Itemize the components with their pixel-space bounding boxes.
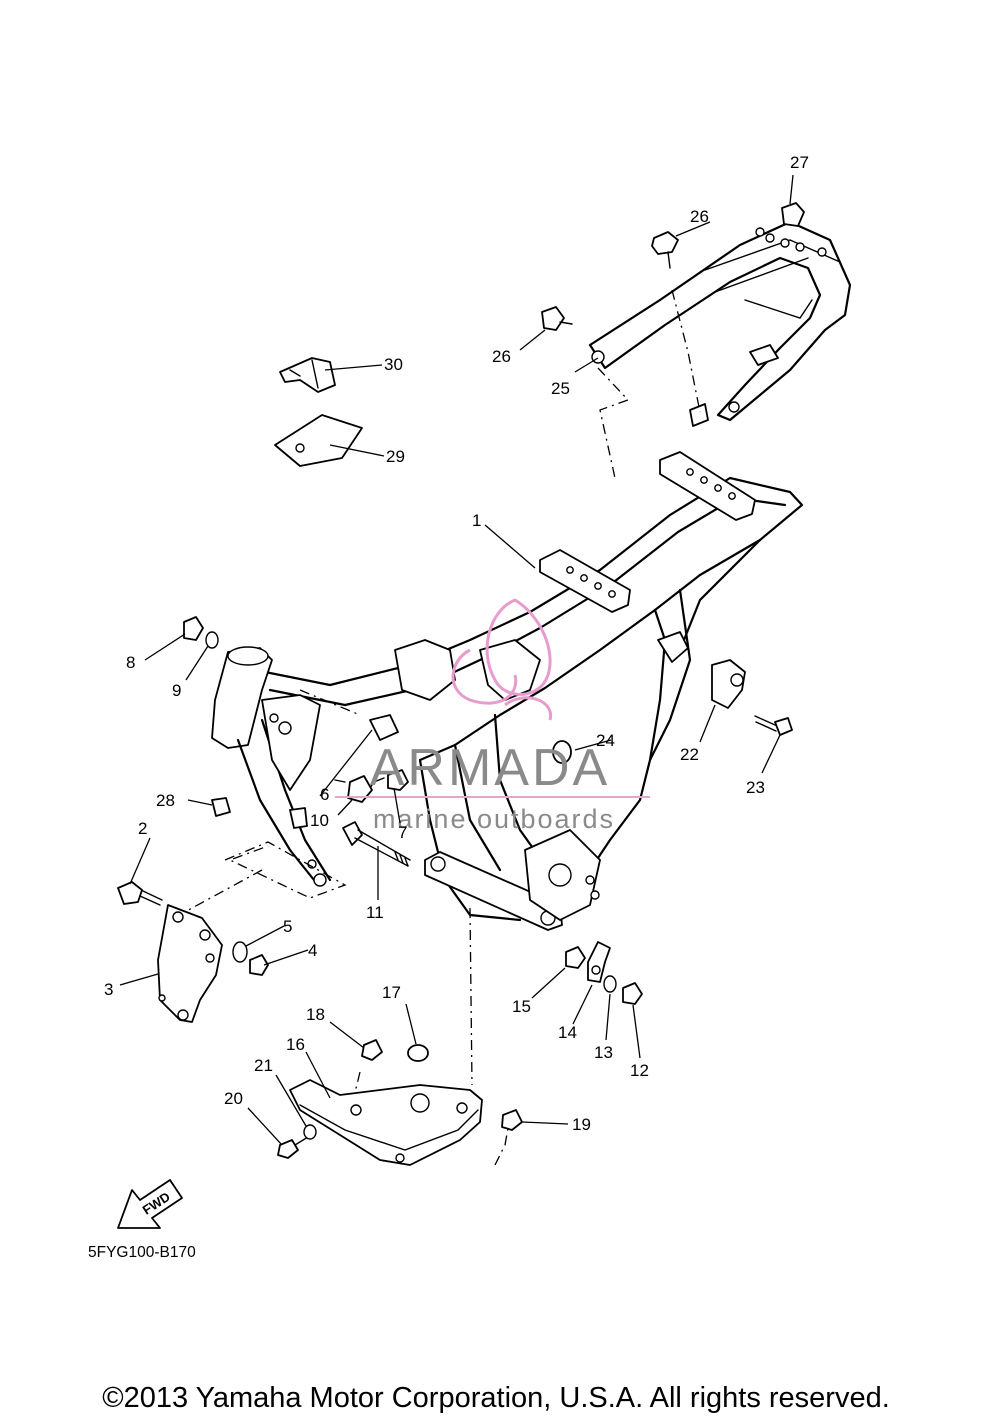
- callout-26-lower: 26: [492, 347, 511, 366]
- callout-24: 24: [596, 731, 615, 750]
- callout-3: 3: [104, 980, 113, 999]
- callout-27: 27: [790, 153, 809, 172]
- callout-7: 7: [398, 823, 407, 842]
- callout-10: 10: [310, 811, 329, 830]
- bolt-18: [361, 1039, 383, 1061]
- callout-28: 28: [156, 791, 175, 810]
- copyright-notice: ©2013 Yamaha Motor Corporation, U.S.A. A…: [102, 1382, 890, 1414]
- callout-9: 9: [172, 681, 181, 700]
- fwd-arrow-icon: FWD: [117, 1179, 183, 1229]
- bolt-2: [117, 881, 163, 906]
- bolt-27: [781, 202, 805, 227]
- nut-8: [183, 616, 204, 641]
- callout-18: 18: [306, 1005, 325, 1024]
- callout-13: 13: [594, 1043, 613, 1062]
- callout-30: 30: [384, 355, 403, 374]
- main-frame: [211, 451, 804, 931]
- bracket-14: [587, 941, 611, 983]
- callout-14: 14: [558, 1023, 577, 1042]
- callout-22: 22: [680, 745, 699, 764]
- watermark-brand: ARMADA: [370, 739, 610, 797]
- rear-subframe: [588, 220, 852, 427]
- part-30-bracket: [279, 357, 336, 393]
- callout-leaders: [119, 174, 794, 1146]
- callout-17: 17: [382, 983, 401, 1002]
- grommet-17: [407, 1044, 429, 1062]
- part-code: 5FYG100-B170: [88, 1244, 196, 1261]
- callout-12: 12: [630, 1061, 649, 1080]
- callout-5: 5: [283, 917, 292, 936]
- callout-labels: 1 2 3 4 5 6 7 8 9 10 11 12 13 14 15 16 1…: [104, 153, 809, 1134]
- bolt-20: [277, 1136, 309, 1159]
- bolt-10: [334, 775, 373, 803]
- callout-26-upper: 26: [690, 207, 709, 226]
- bolt-23: [754, 715, 793, 736]
- watermark-tagline: marine outboards: [373, 804, 615, 834]
- callout-15: 15: [512, 997, 531, 1016]
- collar-24: [552, 740, 572, 764]
- washer-5: [232, 941, 248, 963]
- skid-plate: [289, 1079, 483, 1166]
- nut-12: [622, 982, 643, 1005]
- bolt-26-lower: [541, 306, 573, 331]
- bolt-26-upper: [651, 231, 679, 269]
- callout-25: 25: [551, 379, 570, 398]
- callout-2: 2: [138, 819, 147, 838]
- callout-16: 16: [286, 1035, 305, 1054]
- bolt-7: [369, 769, 409, 791]
- callout-1: 1: [472, 511, 481, 530]
- watermark-logo: [451, 598, 552, 721]
- callout-6: 6: [320, 785, 329, 804]
- callout-11: 11: [366, 903, 384, 922]
- nut-4: [249, 954, 269, 976]
- washer-13: [603, 975, 617, 993]
- callout-23: 23: [746, 778, 765, 797]
- callout-19: 19: [572, 1115, 591, 1134]
- callout-21: 21: [254, 1056, 273, 1075]
- engine-mount-bracket: [157, 904, 223, 1023]
- callout-4: 4: [308, 941, 317, 960]
- washer-9: [205, 631, 219, 649]
- bolt-6: [369, 714, 399, 741]
- nut-15: [565, 946, 586, 969]
- bolt-19: [501, 1109, 523, 1131]
- callout-29: 29: [386, 447, 405, 466]
- part-29-pad: [274, 414, 363, 467]
- bolt-11: [342, 821, 411, 867]
- washer-21: [303, 1124, 317, 1140]
- clip-28: [211, 797, 231, 817]
- callout-20: 20: [224, 1089, 243, 1108]
- stand-bracket-22: [711, 659, 746, 709]
- callout-8: 8: [126, 653, 135, 672]
